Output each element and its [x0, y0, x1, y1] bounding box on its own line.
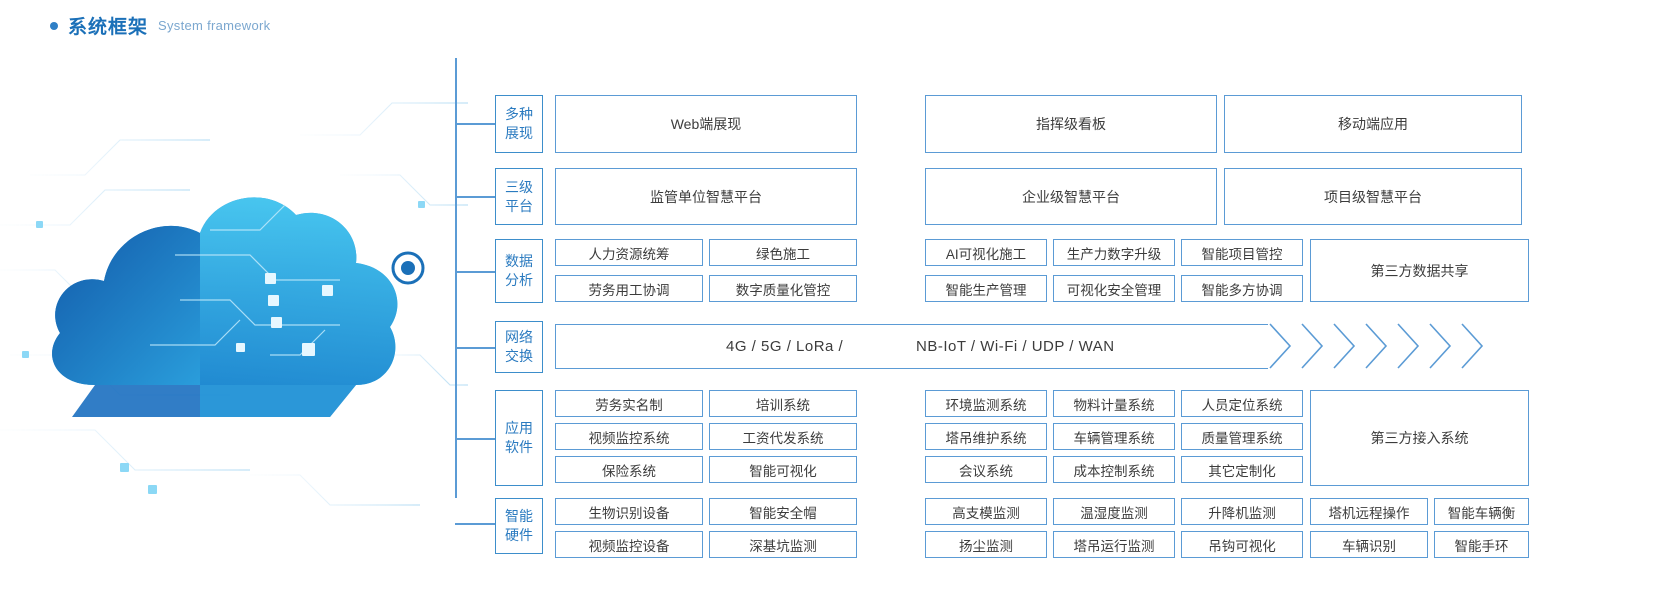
cell-dust-monitoring[interactable]: 扬尘监测 — [925, 531, 1047, 558]
cell-video-surveillance-system[interactable]: 视频监控系统 — [555, 423, 703, 450]
page-title-cn: 系统框架 — [68, 17, 149, 38]
cell-hoist-monitoring[interactable]: 升降机监测 — [1181, 498, 1303, 525]
block-project-platform[interactable]: 项目级智慧平台 — [1224, 168, 1522, 225]
category-line: 三级 — [505, 178, 533, 195]
cell-labor-realname[interactable]: 劳务实名制 — [555, 390, 703, 417]
block-command-board[interactable]: 指挥级看板 — [925, 95, 1217, 153]
block-mobile-app[interactable]: 移动端应用 — [1224, 95, 1522, 153]
connector-stub — [455, 196, 495, 198]
cell-cost-control-system[interactable]: 成本控制系统 — [1053, 456, 1175, 483]
block-supervision-platform[interactable]: 监管单位智慧平台 — [555, 168, 857, 225]
page-title: 系统框架 System framework — [50, 12, 270, 39]
cell-high-formwork-monitoring[interactable]: 高支模监测 — [925, 498, 1047, 525]
cell-ai-visual-construction[interactable]: AI可视化施工 — [925, 239, 1047, 266]
category-label-5: 应用 软件 — [495, 390, 543, 486]
cell-crane-maintenance-system[interactable]: 塔吊维护系统 — [925, 423, 1047, 450]
block-enterprise-platform[interactable]: 企业级智慧平台 — [925, 168, 1217, 225]
cell-temp-humidity-monitoring[interactable]: 温湿度监测 — [1053, 498, 1175, 525]
connector-stub — [455, 347, 495, 349]
cell-deep-pit-monitoring[interactable]: 深基坑监测 — [709, 531, 857, 558]
cell-productivity-upgrade[interactable]: 生产力数字升级 — [1053, 239, 1175, 266]
cell-insurance-system[interactable]: 保险系统 — [555, 456, 703, 483]
page-title-en: System framework — [158, 18, 271, 33]
cell-other-customization[interactable]: 其它定制化 — [1181, 456, 1303, 483]
network-text-right: NB-IoT / Wi-Fi / UDP / WAN — [916, 337, 1115, 355]
cell-env-monitoring-system[interactable]: 环境监测系统 — [925, 390, 1047, 417]
cloud-network-illustration — [0, 55, 470, 555]
cell-vehicle-mgmt-system[interactable]: 车辆管理系统 — [1053, 423, 1175, 450]
panel-third-party-data-sharing[interactable]: 第三方数据共享 — [1310, 239, 1529, 302]
cell-crane-remote-operation[interactable]: 塔机远程操作 — [1310, 498, 1428, 525]
cell-smart-wristband[interactable]: 智能手环 — [1434, 531, 1529, 558]
system-framework-diagram: 多种 展现 Web端展现 指挥级看板 移动端应用 三级 平台 监管单位智慧平台 … — [455, 45, 1670, 558]
category-line: 数据 — [505, 253, 533, 269]
cell-digital-quality[interactable]: 数字质量化管控 — [709, 275, 857, 302]
connection-node-icon — [391, 251, 425, 285]
category-line: 平台 — [505, 197, 533, 214]
category-label-4: 网络 交换 — [495, 321, 543, 373]
category-label-2: 三级 平台 — [495, 168, 543, 225]
category-line: 网络 — [505, 329, 533, 345]
cell-material-metering-system[interactable]: 物料计量系统 — [1053, 390, 1175, 417]
cell-smart-weighbridge[interactable]: 智能车辆衡 — [1434, 498, 1529, 525]
cell-quality-mgmt-system[interactable]: 质量管理系统 — [1181, 423, 1303, 450]
cell-training-system[interactable]: 培训系统 — [709, 390, 857, 417]
category-line: 多种 — [505, 106, 533, 122]
category-line: 软件 — [505, 439, 533, 455]
cell-video-surveillance-device[interactable]: 视频监控设备 — [555, 531, 703, 558]
cell-smart-visualization[interactable]: 智能可视化 — [709, 456, 857, 483]
connector-stub — [455, 271, 495, 273]
cell-smart-helmet[interactable]: 智能安全帽 — [709, 498, 857, 525]
category-label-3: 数据 分析 — [495, 239, 543, 303]
cell-labor-coordination[interactable]: 劳务用工协调 — [555, 275, 703, 302]
category-label-6: 智能 硬件 — [495, 498, 543, 554]
category-line: 应用 — [505, 420, 533, 436]
cell-biometric-device[interactable]: 生物识别设备 — [555, 498, 703, 525]
connector-stub — [455, 438, 495, 440]
cell-smart-production-mgmt[interactable]: 智能生产管理 — [925, 275, 1047, 302]
cell-meeting-system[interactable]: 会议系统 — [925, 456, 1047, 483]
connector-rail — [455, 58, 457, 498]
connector-stub — [455, 523, 495, 525]
category-line: 交换 — [505, 348, 533, 364]
cell-vehicle-recognition[interactable]: 车辆识别 — [1310, 531, 1428, 558]
cell-personnel-positioning-system[interactable]: 人员定位系统 — [1181, 390, 1303, 417]
cell-visual-safety-mgmt[interactable]: 可视化安全管理 — [1053, 275, 1175, 302]
block-web-display[interactable]: Web端展现 — [555, 95, 857, 153]
chevron-right-icon — [1269, 323, 1484, 369]
network-text-left: 4G / 5G / LoRa / — [726, 337, 844, 355]
cell-hook-visualization[interactable]: 吊钩可视化 — [1181, 531, 1303, 558]
cell-crane-operation-monitoring[interactable]: 塔吊运行监测 — [1053, 531, 1175, 558]
category-line: 分析 — [505, 272, 533, 288]
cell-hr-planning[interactable]: 人力资源统筹 — [555, 239, 703, 266]
category-line: 硬件 — [505, 527, 533, 543]
category-line: 智能 — [505, 508, 533, 524]
cell-green-construction[interactable]: 绿色施工 — [709, 239, 857, 266]
category-label-1: 多种 展现 — [495, 95, 543, 153]
network-exchange-bar: 4G / 5G / LoRa / NB-IoT / Wi-Fi / UDP / … — [555, 323, 1268, 369]
panel-third-party-access-system[interactable]: 第三方接入系统 — [1310, 390, 1529, 486]
dot-icon — [50, 21, 58, 30]
cell-smart-project-control[interactable]: 智能项目管控 — [1181, 239, 1303, 266]
cell-smart-multiparty[interactable]: 智能多方协调 — [1181, 275, 1303, 302]
category-line: 展现 — [505, 125, 533, 141]
cell-payroll-system[interactable]: 工资代发系统 — [709, 423, 857, 450]
connector-stub — [455, 123, 495, 125]
